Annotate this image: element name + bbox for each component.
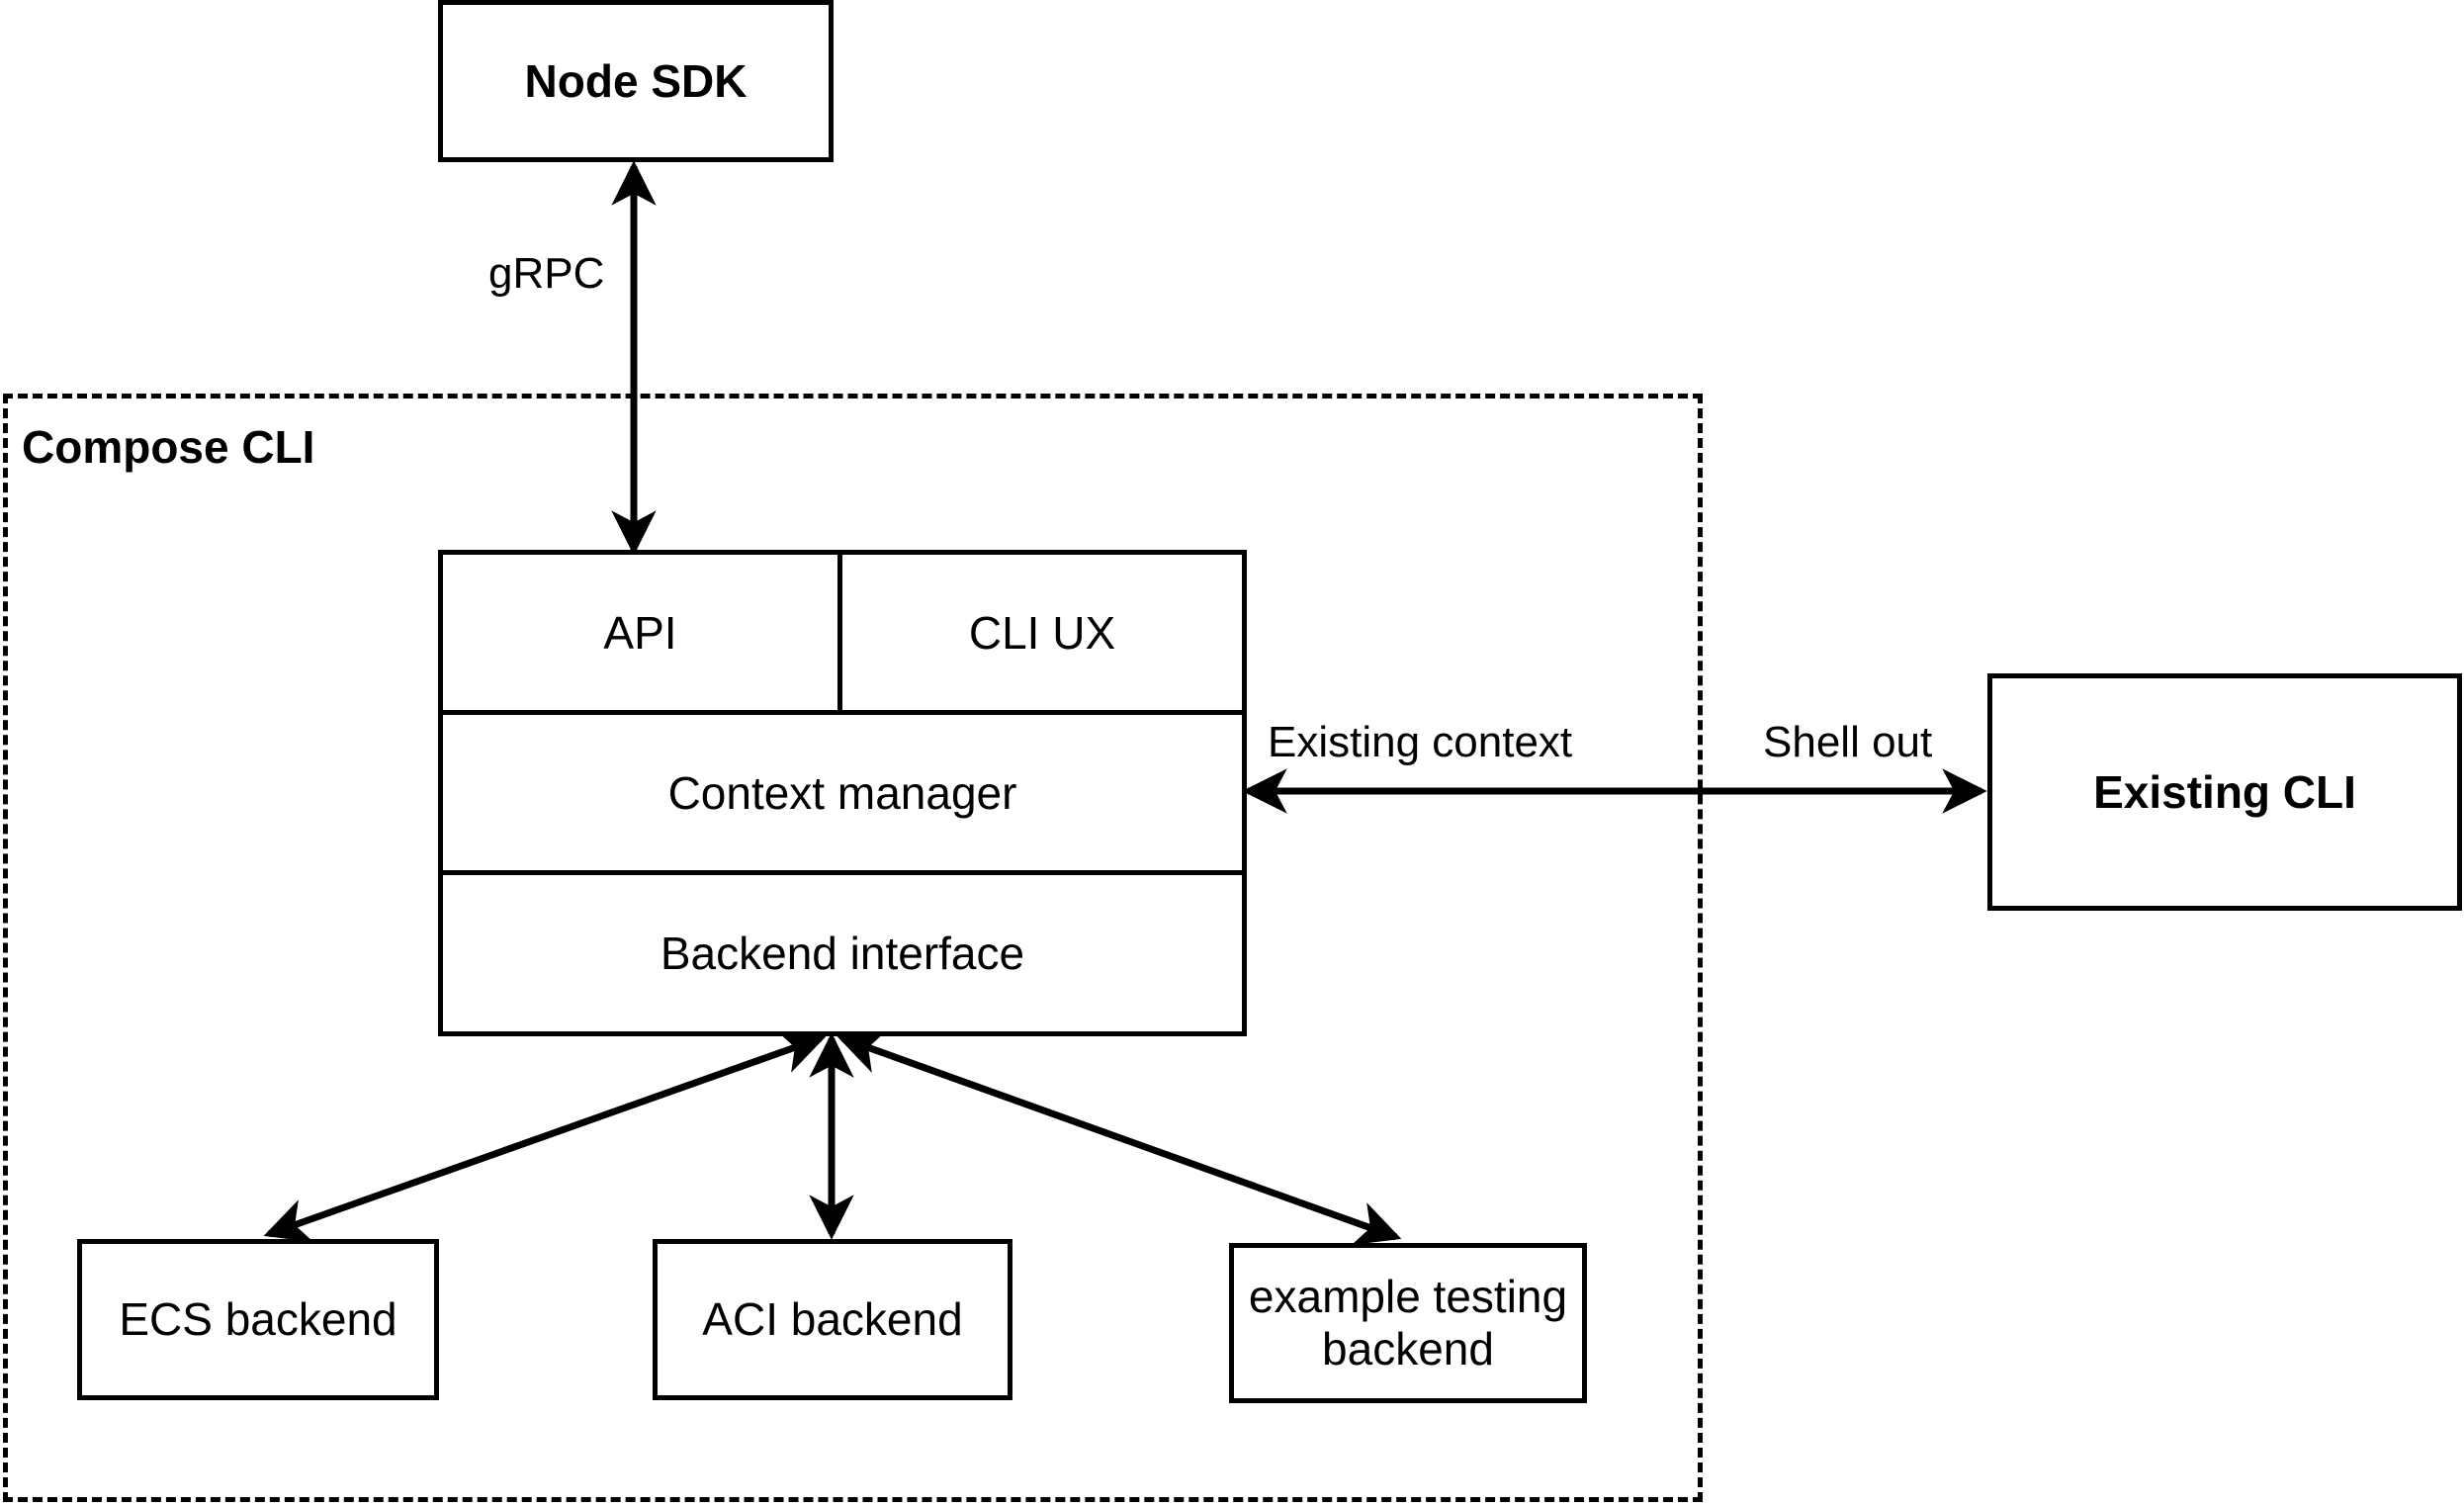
compose-cli-stack: API CLI UX Context manager Backend inter… <box>438 550 1247 1036</box>
node-cli-ux[interactable]: CLI UX <box>837 555 1242 710</box>
node-existing-cli-label: Existing CLI <box>2093 765 2356 818</box>
node-context-manager[interactable]: Context manager <box>438 710 1247 875</box>
group-compose-cli <box>3 394 1703 1502</box>
node-example-testing-backend-label: example testing backend <box>1239 1271 1577 1375</box>
node-example-testing-backend-label-line2: backend <box>1322 1323 1494 1374</box>
edge-label-shell-out: Shell out <box>1763 718 1933 766</box>
edge-backend-ecs-line <box>263 1029 827 1243</box>
node-backend-interface[interactable]: Backend interface <box>438 870 1247 1036</box>
node-ecs-backend-label: ECS backend <box>119 1293 397 1346</box>
node-aci-backend[interactable]: ACI backend <box>653 1239 1012 1400</box>
edge-backend-example-line <box>836 1030 1402 1245</box>
stack-row-api-cliux: API CLI UX <box>438 550 1247 715</box>
node-api-label: API <box>603 606 677 659</box>
edge-label-grpc: gRPC <box>488 249 605 298</box>
node-aci-backend-label: ACI backend <box>702 1293 963 1346</box>
node-api[interactable]: API <box>443 555 837 710</box>
node-backend-interface-label: Backend interface <box>660 928 1025 979</box>
group-compose-cli-title: Compose CLI <box>22 421 315 473</box>
node-context-manager-label: Context manager <box>667 766 1017 819</box>
node-example-testing-backend[interactable]: example testing backend <box>1229 1243 1587 1403</box>
node-example-testing-backend-label-line1: example testing <box>1248 1271 1568 1323</box>
node-node-sdk-label: Node SDK <box>524 54 748 107</box>
edge-label-existing-context: Existing context <box>1268 718 1573 766</box>
node-node-sdk[interactable]: Node SDK <box>438 0 834 162</box>
node-existing-cli[interactable]: Existing CLI <box>1987 673 2462 911</box>
node-cli-ux-label: CLI UX <box>968 606 1116 659</box>
node-ecs-backend[interactable]: ECS backend <box>77 1239 439 1400</box>
